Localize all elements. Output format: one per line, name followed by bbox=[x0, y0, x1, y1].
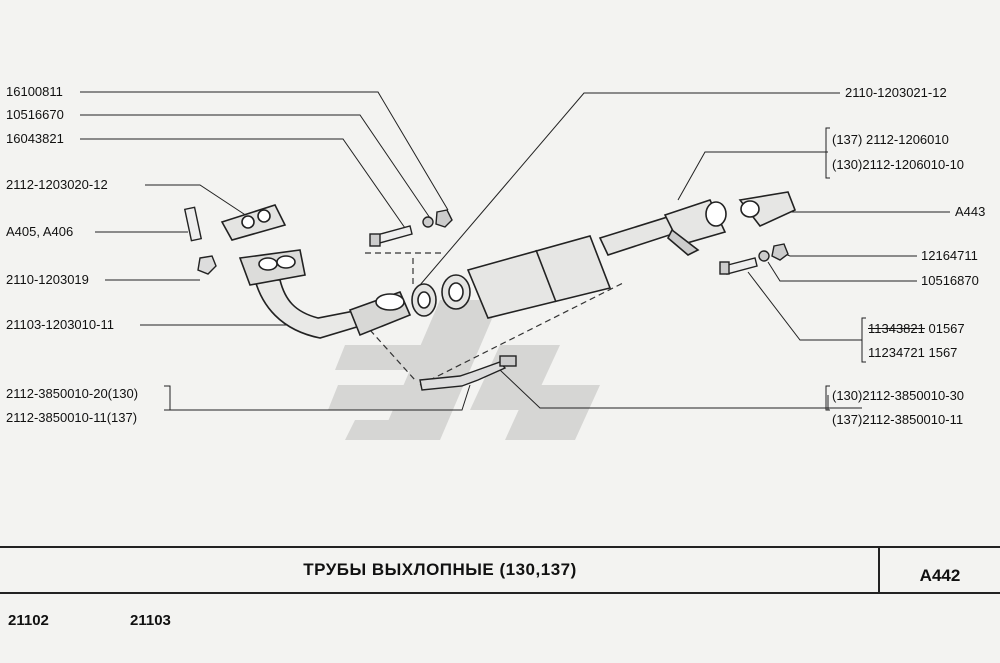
bolt-set bbox=[369, 209, 453, 247]
part-label-sensor-r137: (137)2112-3850010-11 bbox=[832, 412, 964, 427]
page-title: ТРУБЫ ВЫХЛОПНЫЕ (130,137) bbox=[303, 560, 577, 579]
footer-top-rule bbox=[0, 546, 1000, 548]
ring-gasket bbox=[738, 191, 797, 227]
part-label-gasket: 2112-1203020-12 bbox=[6, 177, 108, 192]
model-label-21103: 21103 bbox=[130, 612, 171, 629]
front-pipe bbox=[238, 249, 412, 339]
flange-gaskets bbox=[411, 274, 471, 317]
part-label-sensor-r130: (130)2112-3850010-30 bbox=[832, 388, 965, 403]
catalytic-converter bbox=[466, 209, 702, 319]
footer-divider bbox=[878, 546, 880, 593]
rear-bolts bbox=[719, 243, 789, 275]
part-label-sensor-137: 2112-3850010-11(137) bbox=[6, 410, 138, 425]
part-label-pipe-130: (130)2112-1206010-10 bbox=[832, 157, 965, 172]
intermediate-pipe bbox=[663, 199, 727, 256]
part-label-nut: 2110-1203019 bbox=[6, 272, 89, 287]
part-label-sensor-130: 2112-3850010-20(130) bbox=[6, 386, 139, 401]
exhaust-diagram: 16100811 10516670 16043821 2112-1203020-… bbox=[6, 84, 986, 440]
oxygen-sensor bbox=[419, 355, 517, 391]
part-label-10516870: 10516870 bbox=[921, 273, 979, 288]
part-label-bolt-old: 11343821 01567 bbox=[868, 321, 965, 336]
part-label-16100811: 16100811 bbox=[6, 84, 63, 99]
part-label-10516670: 10516670 bbox=[6, 107, 64, 122]
part-label-12164711: 12164711 bbox=[921, 248, 978, 263]
nut bbox=[197, 255, 217, 275]
part-label-a443: A443 bbox=[955, 204, 986, 219]
part-label-catalyst: 2110-1203021-12 bbox=[845, 85, 947, 100]
part-label-pipe-137: (137) 2112-1206010 bbox=[832, 132, 949, 147]
part-label-16043821: 16043821 bbox=[6, 131, 64, 146]
part-label-stud: A405, A406 bbox=[6, 224, 74, 239]
part-label-bolt-new: 11234721 1567 bbox=[868, 345, 958, 360]
model-label-21102: 21102 bbox=[8, 612, 49, 629]
stud bbox=[183, 206, 203, 242]
footer-mid-rule bbox=[0, 592, 1000, 594]
manifold-gasket bbox=[220, 204, 287, 241]
watermark-logo bbox=[328, 300, 600, 440]
exhaust-drawing bbox=[80, 91, 950, 440]
part-label-front-pipe: 21103-1203010-11 bbox=[6, 317, 114, 332]
catalog-code: A442 bbox=[919, 566, 961, 585]
